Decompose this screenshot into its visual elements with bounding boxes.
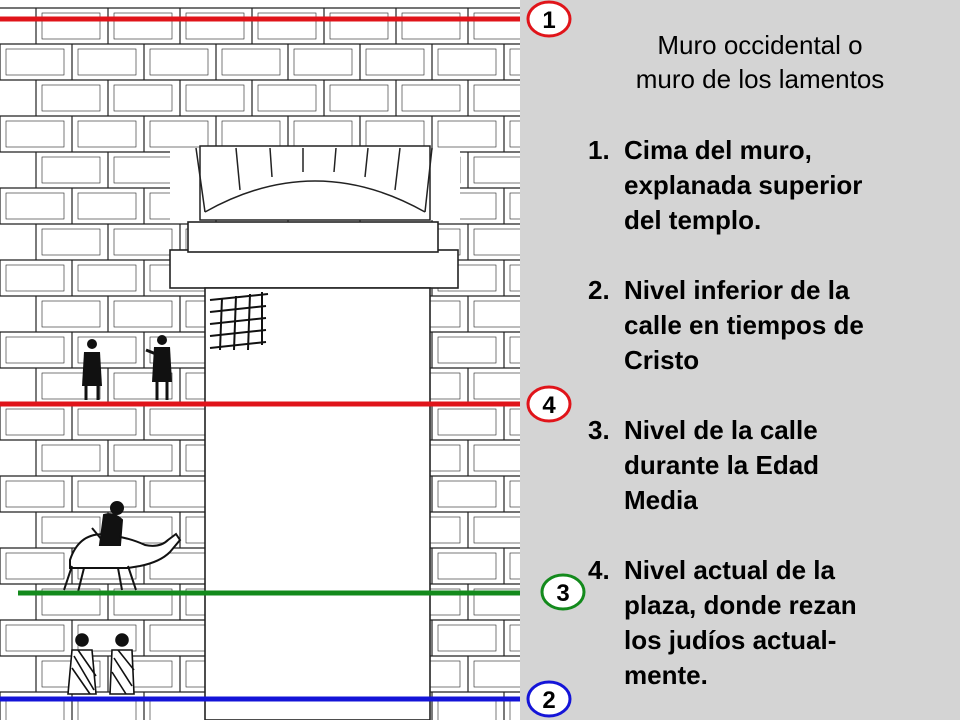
- marker-4: 4: [526, 385, 572, 423]
- legend-item-number: 3.: [588, 415, 610, 445]
- legend-item-text: Cima del muro, explanada superior del te…: [624, 135, 863, 235]
- legend-item-text: Nivel actual de la plaza, donde rezan lo…: [624, 555, 857, 690]
- marker-1: 1: [526, 0, 572, 38]
- diagram-title: Muro occidental o muro de los lamentos: [635, 30, 885, 94]
- marker-3: 3: [540, 573, 586, 611]
- legend-item-number: 4.: [588, 555, 610, 585]
- marker-2: 2: [526, 680, 572, 718]
- legend-panel: [520, 0, 960, 720]
- people-praying: [67, 633, 135, 695]
- doorway: [204, 287, 431, 720]
- legend-item-text: Nivel inferior de la calle en tiempos de…: [624, 275, 864, 375]
- relieving-arch: [170, 145, 460, 221]
- legend-item-number: 1.: [588, 135, 610, 165]
- wall-illustration: [0, 7, 520, 720]
- window-grille: [209, 292, 269, 351]
- marker-1-label: 1: [542, 7, 555, 34]
- marker-3-label: 3: [556, 580, 569, 607]
- legend-item-number: 2.: [588, 275, 610, 305]
- camel-rider: [63, 501, 182, 593]
- marker-2-label: 2: [542, 687, 555, 714]
- marker-4-label: 4: [542, 392, 556, 419]
- lintel: [169, 221, 459, 289]
- legend-item-text: Nivel de la calle durante la Edad Media: [624, 415, 820, 515]
- people-medieval: [82, 335, 172, 400]
